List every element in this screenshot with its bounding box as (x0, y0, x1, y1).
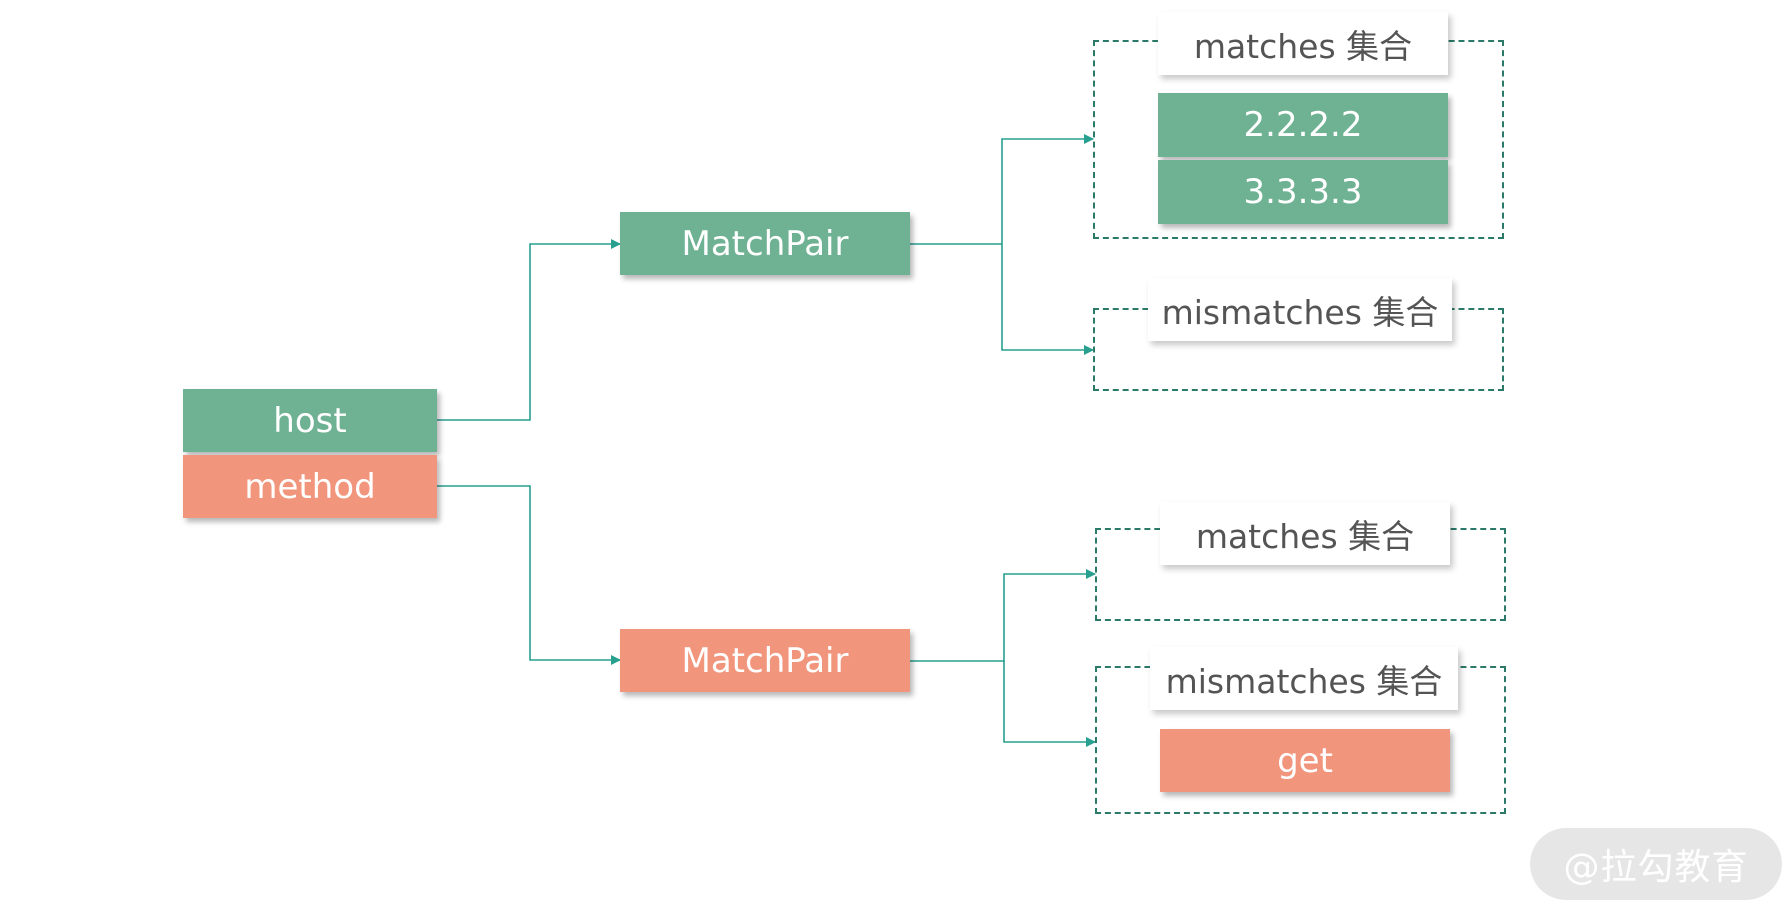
lagou-watermark: @拉勾教育 (1530, 828, 1782, 900)
top-matches-item: 2.2.2.2 (1158, 93, 1448, 157)
top-matches-item: 3.3.3.3 (1158, 160, 1448, 224)
bottom-matches-title-text: matches 集合 (1195, 516, 1415, 556)
matchpair-bottom-label: MatchPair (681, 640, 849, 681)
host-label: host (273, 400, 347, 441)
bottom-mismatches-title: mismatches 集合 (1150, 647, 1458, 710)
matchpair-bottom-node: MatchPair (620, 629, 910, 692)
top-mismatches-title-text: mismatches 集合 (1161, 292, 1439, 332)
connector-matchpair-top-to-matches (910, 134, 1094, 245)
connector-matchpair-top-to-mismatches (1001, 244, 1094, 355)
top-matches-title-text: matches 集合 (1193, 26, 1413, 66)
bottom-mismatches-title-text: mismatches 集合 (1165, 661, 1443, 701)
top-matches-item-text: 2.2.2.2 (1243, 105, 1363, 145)
host-node: host (183, 389, 437, 452)
method-label: method (244, 466, 376, 507)
matchpair-top-node: MatchPair (620, 212, 910, 275)
top-matches-title: matches 集合 (1158, 12, 1448, 75)
connector-matchpair-bottom-to-mismatches (1003, 661, 1096, 747)
watermark-text: @拉勾教育 (1563, 847, 1749, 888)
connector-matchpair-bottom-to-matches (910, 569, 1096, 662)
bottom-matches-title: matches 集合 (1160, 502, 1450, 565)
bottom-mismatches-item: get (1160, 729, 1450, 792)
connector-host-to-matchpair-top (437, 239, 621, 421)
connector-method-to-matchpair-bottom (437, 485, 621, 665)
top-matches-item-text: 3.3.3.3 (1243, 172, 1363, 212)
bottom-mismatches-item-text: get (1277, 740, 1333, 781)
top-mismatches-title: mismatches 集合 (1148, 278, 1452, 341)
matchpair-top-label: MatchPair (681, 223, 849, 264)
method-node: method (183, 455, 437, 518)
